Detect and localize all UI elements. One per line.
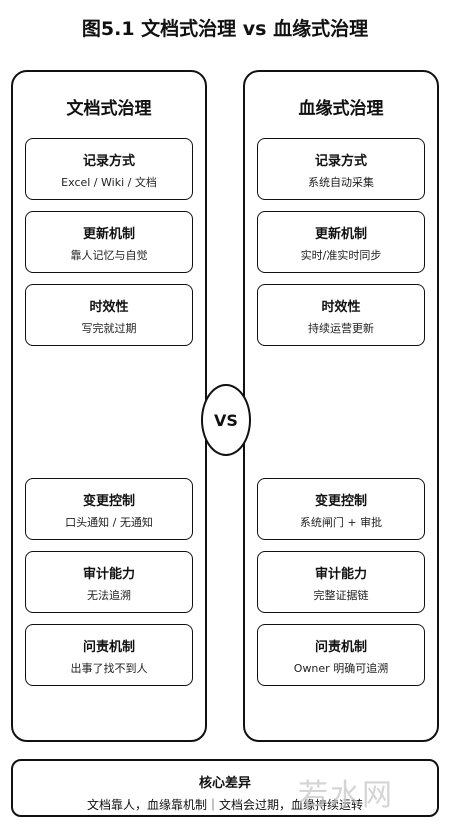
- card-title: 问责机制: [82, 640, 135, 655]
- card-title: 更新机制: [82, 227, 135, 242]
- card-title: 审计能力: [314, 567, 367, 582]
- card-desc: 持续运营更新: [308, 322, 374, 335]
- card-accountability: 问责机制 Owner 明确可追溯: [257, 624, 425, 686]
- card-desc: 写完就过期: [81, 322, 137, 335]
- card-desc: 口头通知 / 无通知: [65, 516, 153, 529]
- card-desc: 靠人记忆与自觉: [70, 249, 148, 262]
- card-record-method: 记录方式 系统自动采集: [257, 138, 425, 200]
- lineage-governance-panel: 血缘式治理 记录方式 系统自动采集 更新机制 实时/准实时同步 时效性 持续运营…: [243, 70, 439, 742]
- card-title: 更新机制: [314, 227, 367, 242]
- card-title: 时效性: [89, 300, 129, 315]
- card-update-mechanism: 更新机制 靠人记忆与自觉: [25, 211, 193, 273]
- card-desc: 系统闸门 + 审批: [299, 516, 383, 529]
- card-title: 记录方式: [314, 154, 367, 169]
- card-title: 审计能力: [82, 567, 135, 582]
- card-change-control: 变更控制 口头通知 / 无通知: [25, 478, 193, 540]
- panel-title: 文档式治理: [66, 99, 152, 119]
- card-desc: 无法追溯: [87, 589, 131, 602]
- card-desc: Owner 明确可追溯: [293, 662, 389, 675]
- summary-title: 核心差异: [198, 776, 251, 791]
- summary-text: 文档靠人，血缘靠机制｜文档会过期，血缘持续运转: [86, 798, 363, 812]
- card-accountability: 问责机制 出事了找不到人: [25, 624, 193, 686]
- card-desc: 完整证据链: [313, 589, 369, 602]
- card-desc: 系统自动采集: [308, 176, 374, 189]
- card-record-method: 记录方式 Excel / Wiki / 文档: [25, 138, 193, 200]
- card-audit-capability: 审计能力 无法追溯: [25, 551, 193, 613]
- card-title: 记录方式: [82, 154, 135, 169]
- vs-badge: VS: [201, 384, 251, 456]
- card-timeliness: 时效性 写完就过期: [25, 284, 193, 346]
- card-timeliness: 时效性 持续运营更新: [257, 284, 425, 346]
- card-desc: 实时/准实时同步: [300, 249, 382, 262]
- card-desc: Excel / Wiki / 文档: [61, 176, 157, 189]
- card-title: 时效性: [321, 300, 361, 315]
- card-title: 变更控制: [82, 494, 135, 509]
- watermark: 若水网: [298, 778, 394, 813]
- panel-title: 血缘式治理: [298, 99, 384, 119]
- card-audit-capability: 审计能力 完整证据链: [257, 551, 425, 613]
- card-change-control: 变更控制 系统闸门 + 审批: [257, 478, 425, 540]
- core-difference-box: 核心差异 文档靠人，血缘靠机制｜文档会过期，血缘持续运转: [11, 759, 439, 817]
- figure-title: 图5.1 文档式治理 vs 血缘式治理: [81, 18, 369, 40]
- card-title: 问责机制: [314, 640, 367, 655]
- card-desc: 出事了找不到人: [70, 662, 148, 675]
- card-update-mechanism: 更新机制 实时/准实时同步: [257, 211, 425, 273]
- document-governance-panel: 文档式治理 记录方式 Excel / Wiki / 文档 更新机制 靠人记忆与自…: [11, 70, 207, 742]
- card-title: 变更控制: [314, 494, 367, 509]
